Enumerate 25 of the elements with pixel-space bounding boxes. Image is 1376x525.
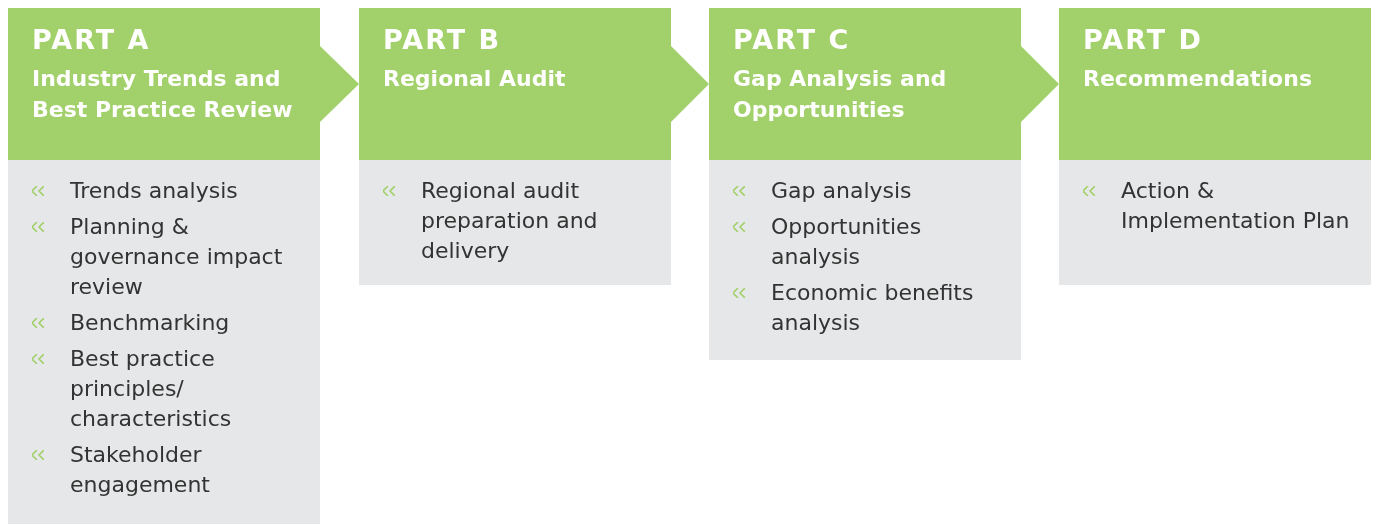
task-item: Trends analysis [70, 177, 239, 205]
task-item: Planning & governance impact review [70, 213, 284, 301]
chevron-arrow [320, 46, 359, 122]
phase-title: Regional Audit [383, 65, 567, 93]
task-panel [709, 160, 1021, 360]
phase-title: Industry Trends and Best Practice Review [32, 65, 294, 124]
phase-label: PART B [383, 24, 502, 55]
task-item: Gap analysis [771, 177, 913, 205]
phase-title: Recommendations [1083, 65, 1313, 93]
chevron-arrow [671, 46, 709, 122]
phase-label: PART A [32, 24, 151, 55]
task-panel [1059, 160, 1371, 285]
chevron-arrow [1021, 46, 1059, 122]
task-item: Action & Implementation Plan [1121, 177, 1351, 235]
task-panel [8, 160, 320, 524]
task-item: Best practice principles/ characteristics [70, 345, 233, 433]
phase-label: PART C [733, 24, 851, 55]
phase-label: PART D [1083, 24, 1203, 55]
task-item: Opportunities analysis [771, 213, 923, 271]
task-item: Stakeholder engagement [70, 441, 211, 499]
task-item: Benchmarking [70, 309, 231, 337]
phase-title: Gap Analysis and Opportunities [733, 65, 948, 124]
task-item: Regional audit preparation and delivery [421, 177, 599, 265]
task-item: Economic benefits analysis [771, 279, 975, 337]
task-panel [359, 160, 671, 285]
